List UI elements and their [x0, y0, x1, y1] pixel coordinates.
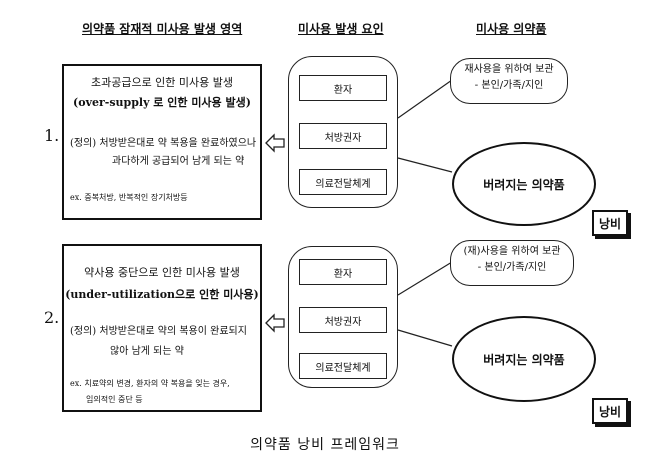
factor-delivery-system: 의료전달체계 — [299, 353, 387, 379]
header-potential-areas: 의약품 잠재적 미사용 발생 영역 — [82, 22, 243, 36]
box-title: 약사용 중단으로 인한 미사용 발생 — [84, 266, 240, 279]
definition-line: (정의) 처방받은대로 약 복용을 완료하였으나 — [70, 138, 257, 149]
factor-patient: 환자 — [299, 75, 387, 101]
definition-line: 않아 남게 되는 약 — [110, 346, 184, 357]
example-text: ex. 치료약의 변경, 환자의 약 복용을 잊는 경우, — [70, 379, 230, 388]
factor-patient: 환자 — [299, 259, 387, 285]
header-factors: 미사용 발생 요인 — [298, 22, 384, 36]
underutilization-box: 약사용 중단으로 인한 미사용 발생 (under-utilization으로 … — [62, 244, 262, 412]
storage-line: - 본인/가족/지인 — [477, 262, 547, 273]
definition-line: (정의) 처방받은대로 약의 복용이 완료되지 — [70, 326, 247, 337]
storage-bubble: 재사용을 위하여 보관 - 본인/가족/지인 — [450, 58, 568, 104]
storage-line: - 본인/가족/지인 — [474, 80, 544, 91]
oversupply-box: 초과공급으로 인한 미사용 발생 (over-supply 로 인한 미사용 발… — [62, 64, 262, 220]
factor-group: 환자 처방권자 의료전달체계 — [288, 246, 398, 388]
box-subtitle: (under-utilization으로 인한 미사용) — [65, 288, 259, 301]
example-text: 임의적인 중단 등 — [86, 395, 143, 404]
section-number: 2. — [44, 308, 60, 327]
factor-prescriber: 처방권자 — [299, 307, 387, 333]
waste-box: 낭비 — [592, 398, 628, 424]
figure-caption: 의약품 낭비 프레임워크 — [250, 437, 400, 453]
storage-line: 재사용을 위하여 보관 — [464, 64, 554, 75]
waste-box: 낭비 — [592, 210, 628, 236]
arrow-left-icon — [265, 313, 285, 333]
factor-prescriber: 처방권자 — [299, 123, 387, 149]
arrow-left-icon — [265, 133, 285, 153]
header-unused-medicines: 미사용 의약품 — [476, 22, 547, 36]
factor-delivery-system: 의료전달체계 — [299, 169, 387, 195]
discarded-medicine-ellipse: 버려지는 의약품 — [452, 142, 596, 226]
definition-line: 과다하게 공급되어 남게 되는 약 — [112, 156, 245, 167]
section-number: 1. — [44, 126, 60, 145]
box-title: 초과공급으로 인한 미사용 발생 — [90, 76, 234, 89]
discarded-medicine-ellipse: 버려지는 의약품 — [452, 316, 596, 402]
storage-bubble: (재)사용을 위하여 보관 - 본인/가족/지인 — [450, 240, 574, 286]
example-text: ex. 중복처방, 반복적인 장기처방등 — [70, 193, 188, 202]
storage-line: (재)사용을 위하여 보관 — [463, 246, 561, 257]
factor-group: 환자 처방권자 의료전달체계 — [288, 56, 398, 208]
box-subtitle: (over-supply 로 인한 미사용 발생) — [73, 96, 251, 109]
